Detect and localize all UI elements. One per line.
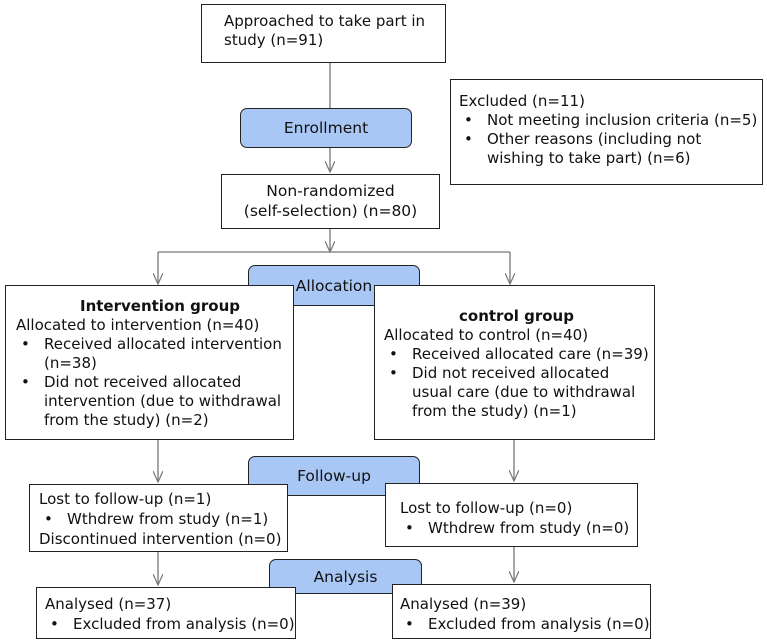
analysis-control-box: Analysed (n=39) Excluded from analysis (… [392,584,651,639]
intervention-bullet-2-line-1: Did not received allocated [44,373,242,391]
excluded-bullet-2-line-2: wishing to take part) (n=6) [487,149,691,167]
intervention-heading: Intervention group [80,297,241,315]
enrollment-label: Enrollment [240,108,412,148]
intervention-bullet-1-line-2: (n=38) [44,354,97,372]
excluded-bullet-1-line-1: Not meeting inclusion criteria (n=5) [487,111,758,129]
excluded-bullet-2: Other reasons (including not wishing to … [459,130,762,168]
approached-box: Approached to take part in study (n=91) [201,4,446,63]
followup-intervention-bullet: Wthdrew from study (n=1) [39,509,287,529]
approached-line-2: study (n=91) [224,31,324,49]
control-allocated: Allocated to control (n=40) [384,326,589,344]
followup-control-box: Lost to follow-up (n=0) Wthdrew from stu… [385,483,638,547]
control-bullet-1: Received allocated care (n=39) [384,345,654,364]
excluded-bullet-2-line-1: Other reasons (including not [487,130,702,148]
followup-control-lost: Lost to follow-up (n=0) [400,499,573,517]
analysis-intervention-box: Analysed (n=37) Excluded from analysis (… [36,587,296,639]
intervention-allocated: Allocated to intervention (n=40) [16,316,260,334]
control-bullet-2-line-1: Did not received allocated [412,364,610,382]
analysis-intervention-bullet-text: Excluded from analysis (n=0) [73,615,295,633]
approached-line-1: Approached to take part in [224,12,426,30]
intervention-bullet-2-line-2: intervention (due to withdrawal [44,392,282,410]
intervention-bullet-2: Did not received allocated intervention … [16,373,293,430]
analysis-control-analysed: Analysed (n=39) [400,595,527,613]
intervention-bullet-1: Received allocated intervention (n=38) [16,335,293,373]
excluded-box: Excluded (n=11) Not meeting inclusion cr… [450,79,763,185]
control-bullet-2: Did not received allocated usual care (d… [384,364,654,421]
control-bullet-2-line-3: from the study) (n=1) [412,402,577,420]
followup-intervention-discontinued: Discontinued intervention (n=0) [39,530,282,548]
followup-intervention-bullet-text: Wthdrew from study (n=1) [67,510,269,528]
analysis-control-bullet: Excluded from analysis (n=0) [400,614,650,634]
followup-control-bullet-text: Wthdrew from study (n=0) [428,519,630,537]
intervention-bullet-1-line-1: Received allocated intervention [44,335,282,353]
analysis-intervention-analysed: Analysed (n=37) [45,595,172,613]
nonrandomized-box: Non-randomized (self-selection) (n=80) [221,174,440,229]
analysis-control-bullet-text: Excluded from analysis (n=0) [428,615,650,633]
nonrandomized-line-2: (self-selection) (n=80) [243,202,418,220]
nonrandomized-line-1: Non-randomized [266,182,395,200]
control-bullet-1-line-1: Received allocated care (n=39) [412,345,649,363]
control-group-box: control group Allocated to control (n=40… [374,285,655,440]
excluded-bullet-1: Not meeting inclusion criteria (n=5) [459,111,762,130]
control-bullet-2-line-2: usual care (due to withdrawal [412,383,636,401]
analysis-intervention-bullet: Excluded from analysis (n=0) [45,614,295,634]
intervention-bullet-2-line-3: from the study) (n=2) [44,411,209,429]
excluded-title: Excluded (n=11) [459,92,585,110]
control-heading: control group [459,307,574,325]
intervention-group-box: Intervention group Allocated to interven… [5,285,294,440]
followup-intervention-box: Lost to follow-up (n=1) Wthdrew from stu… [29,484,288,552]
followup-intervention-lost: Lost to follow-up (n=1) [39,490,212,508]
followup-control-bullet: Wthdrew from study (n=0) [400,518,637,538]
